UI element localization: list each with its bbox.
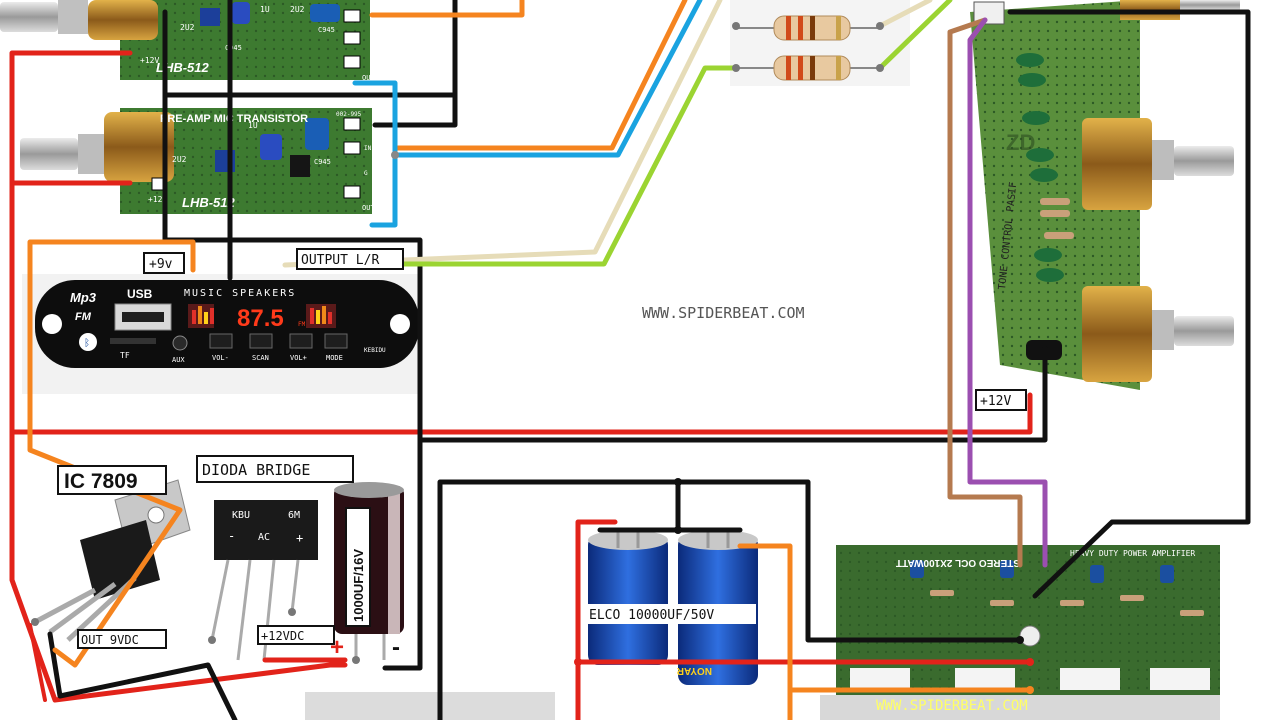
preamp-c945: C945 (314, 158, 331, 166)
mp3-module: Mp3 FM USB ᛒ TF MUSIC SPEAKERS 87.5 FM A… (22, 274, 422, 394)
label-v12-dc-text: +12VDC (261, 629, 304, 643)
mp3-logo: Mp3 (70, 290, 97, 305)
tone-zd: ZD (1006, 130, 1035, 155)
mode-button[interactable] (324, 333, 348, 349)
preamp-u2: 2U2 (172, 155, 187, 164)
label-minus: - (392, 634, 400, 661)
scan-button[interactable] (249, 333, 273, 349)
preamp-top-v12: +12V (140, 56, 159, 65)
bluetooth-icon (79, 333, 97, 351)
label-dioda-bridge: DIODA BRIDGE (196, 455, 354, 483)
svg-text:ᛒ: ᛒ (84, 338, 90, 349)
preamp-title: PRE-AMP MIC TRANSISTOR (160, 113, 308, 125)
watermark-amp: WWW.SPIDERBEAT.COM (876, 698, 1028, 714)
mp3-tf: TF (120, 351, 130, 360)
heatsink (305, 692, 555, 720)
mp3-fm-unit: FM (298, 321, 306, 328)
tone-control-board: TONE CONTROL PASIF ZD (970, 0, 1248, 390)
wire-nodes (31, 22, 1034, 694)
amp-title: STEREO OCL 2X100WATT (896, 557, 1020, 568)
label-elco-text: ELCO 10000UF/50V (589, 608, 714, 623)
label-plus: + (330, 634, 344, 661)
preamp-board-bottom: PRE-AMP MIC TRANSISTOR LHB-512 +12V 2U2 … (20, 108, 375, 214)
amp-subtitle: HEAVY DUTY POWER AMPLIFIER (1070, 549, 1195, 558)
preamp-top-c945b: C945 (318, 26, 335, 34)
label-dioda-bridge-text: DIODA BRIDGE (202, 461, 310, 479)
scan-label: SCAN (252, 354, 269, 362)
bridge-minus: - (228, 529, 235, 543)
label-cap-small-text: 1000UF/16V (351, 549, 366, 622)
preamp-g: G (364, 170, 368, 177)
preamp-top-u2b: 2U2 (290, 5, 305, 14)
vol-minus-label: VOL- (212, 354, 229, 362)
preamp-top-c945a: C945 (225, 44, 242, 52)
wires (9, 0, 1251, 720)
preamp-brand-top: LHB-512 (156, 60, 210, 75)
label-out-9vdc-text: OUT 9VDC (81, 633, 139, 647)
preamp-out: OUT (362, 204, 375, 212)
preamp-code: 002-995 (336, 111, 362, 118)
vol-plus-label: VOL+ (290, 354, 307, 362)
label-ic-7809: IC 7809 (57, 465, 167, 495)
label-elco: ELCO 10000UF/50V (586, 604, 756, 624)
mp3-aux: AUX (172, 356, 185, 364)
elco-brand: NOYAR (676, 665, 712, 676)
vol-minus-button[interactable] (209, 333, 233, 349)
mp3-brand: KEBIDU (364, 347, 386, 354)
diode-bridge: KBU 6M - AC + (210, 500, 318, 661)
label-v12-dc: +12VDC (257, 625, 335, 645)
preamp-v12: +12V (148, 195, 167, 204)
preamp-top-u1: 1U (260, 5, 270, 14)
label-output-lr: OUTPUT L/R (296, 248, 404, 270)
label-v9: +9v (143, 252, 185, 274)
vol-plus-button[interactable] (289, 333, 313, 349)
bridge-plus: + (296, 531, 303, 545)
label-cap-small: 1000UF/16V (345, 507, 371, 627)
label-ic-7809-text: IC 7809 (64, 470, 138, 493)
mp3-header: MUSIC SPEAKERS (184, 288, 296, 299)
label-v12-tone-text: +12V (980, 394, 1011, 409)
mp3-logo-fm: FM (75, 311, 92, 323)
bridge-part: 6M (288, 510, 300, 521)
resistors (730, 0, 910, 86)
mp3-usb-label: USB (127, 287, 153, 301)
label-out-9vdc: OUT 9VDC (77, 629, 167, 649)
label-output-lr-text: OUTPUT L/R (301, 253, 379, 268)
watermark: WWW.SPIDERBEAT.COM (642, 304, 805, 322)
label-v12-tone: +12V (975, 389, 1027, 411)
bridge-kbu: KBU (232, 510, 250, 521)
label-v9-text: +9v (149, 257, 173, 272)
mode-label: MODE (326, 354, 343, 362)
bridge-ac: AC (258, 532, 270, 543)
preamp-top-out: OUT (362, 74, 375, 82)
power-amp-board: STEREO OCL 2X100WATT HEAVY DUTY POWER AM… (820, 545, 1220, 720)
preamp-u1: 1U (248, 121, 258, 130)
preamp-in: IN (364, 145, 372, 152)
preamp-board-top: LHB-512 +12V 2U2 1U 2U2 C945 C945 OUT (0, 0, 375, 82)
preamp-top-u2: 2U2 (180, 23, 195, 32)
mp3-frequency: 87.5 (237, 305, 284, 332)
preamp-brand: LHB-512 (182, 195, 236, 210)
